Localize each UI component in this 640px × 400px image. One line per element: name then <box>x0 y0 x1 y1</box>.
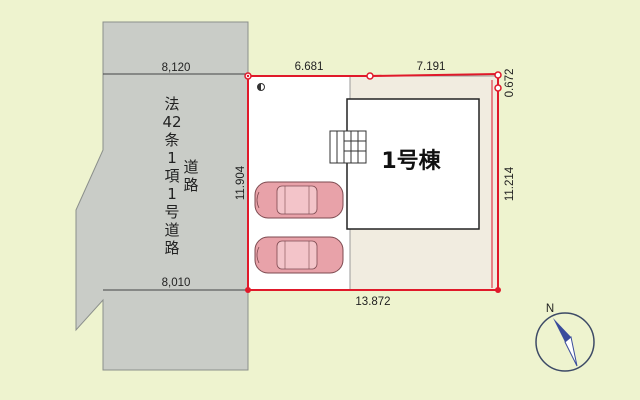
dim-right-top: 0.672 <box>504 69 516 98</box>
dim-right: 11.214 <box>504 166 516 201</box>
road-label-main: 法 42 条 1 項 1 号 道 路 <box>162 95 181 257</box>
boundary-marker <box>494 84 502 92</box>
road-char: 項 <box>164 167 179 185</box>
lot-boundary <box>247 72 499 291</box>
dim-left: 11.904 <box>235 165 247 200</box>
road-char: 路 <box>183 176 198 194</box>
car-icon <box>254 236 344 274</box>
dim-bottom: 13.872 <box>355 296 390 308</box>
car-icon <box>254 181 344 219</box>
compass-needle-north <box>553 318 571 342</box>
building-label: 1号棟 <box>381 148 441 174</box>
road-char: 条 <box>164 131 179 149</box>
road-char: 道 <box>183 158 198 176</box>
road-char: 1 <box>167 185 177 203</box>
compass-needle-south <box>564 336 578 367</box>
compass: N <box>535 303 595 372</box>
road-char: 号 <box>164 203 179 221</box>
dim-top-left: 6.681 <box>295 61 324 73</box>
road-label-sub: 道 路 <box>183 158 198 194</box>
dim-top-right: 7.191 <box>417 61 446 73</box>
road-width-top: 8,120 <box>162 62 191 74</box>
road-char: 法 <box>164 95 179 113</box>
road-char: 道 <box>164 221 179 239</box>
boundary-marker <box>366 72 374 80</box>
building <box>346 98 480 230</box>
boundary-marker <box>245 287 251 293</box>
entry-steps-icon <box>329 130 367 164</box>
road-char: 1 <box>167 149 177 167</box>
road-width-bottom: 8,010 <box>162 277 191 289</box>
boundary-marker <box>494 71 502 79</box>
compass-north-label: N <box>546 303 554 315</box>
boundary-marker <box>246 74 250 78</box>
road-char: 42 <box>162 113 181 131</box>
road-char: 路 <box>164 239 179 257</box>
boundary-marker <box>495 287 501 293</box>
compass-ring <box>535 312 595 372</box>
